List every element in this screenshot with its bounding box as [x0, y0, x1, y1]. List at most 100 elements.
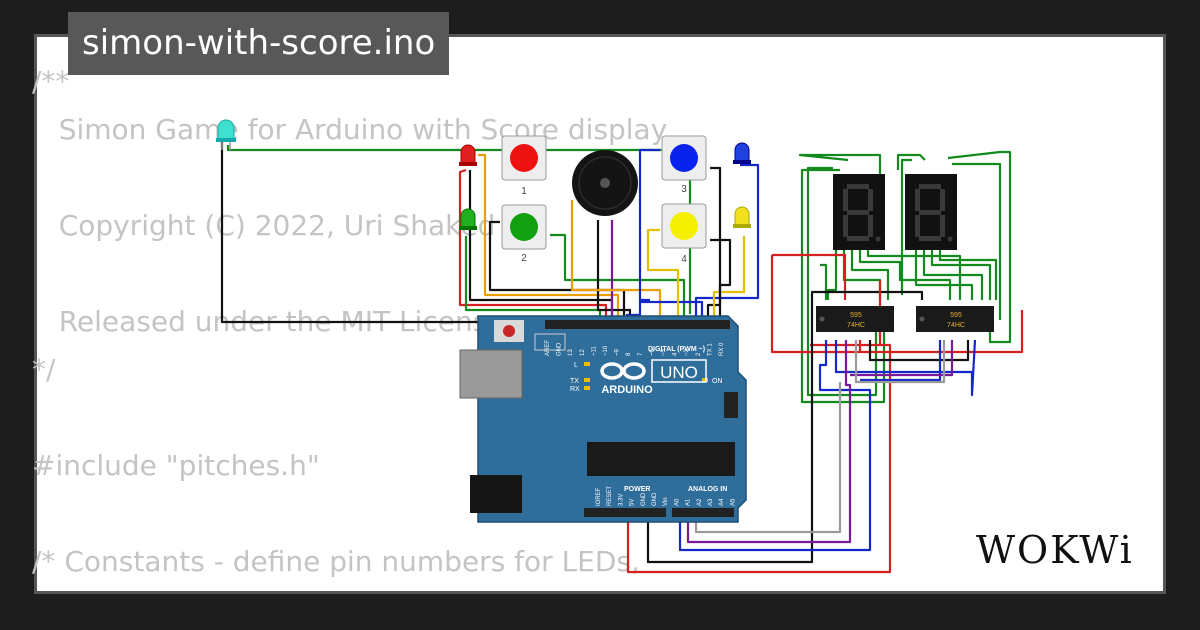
board-model: UNO	[660, 363, 698, 382]
arduino-uno-board[interactable]: UNO ARDUINO DIGITAL (PWM ~) POWER ANALOG…	[459, 315, 747, 523]
on-label: ON	[712, 378, 723, 385]
wire	[834, 339, 977, 397]
wire	[570, 200, 662, 318]
digital-label: DIGITAL (PWM ~)	[648, 346, 705, 353]
wire	[686, 340, 852, 544]
pin-label: TX 1	[707, 343, 713, 356]
analog-label: ANALOG IN	[688, 486, 727, 493]
icsp-header-right	[724, 392, 738, 418]
shift-register-2: 595 74HC	[916, 306, 994, 332]
led-cyan[interactable]	[216, 119, 236, 150]
wire	[626, 343, 892, 574]
wire	[646, 300, 814, 564]
piezo-buzzer[interactable]	[572, 150, 638, 216]
code-line: /* Constants - define pin numbers for LE…	[32, 545, 640, 578]
led-blue[interactable]	[733, 142, 751, 164]
pushbutton-1-red[interactable]: 1	[501, 135, 547, 197]
pushbutton-3-blue[interactable]: 3	[661, 135, 707, 195]
chip-label: 595	[950, 312, 962, 319]
led-green[interactable]	[459, 208, 477, 230]
wire	[914, 250, 974, 300]
pin-label: ~10	[603, 345, 609, 356]
pin-label: A5	[730, 498, 736, 506]
rx-label: RX	[570, 386, 580, 393]
wire	[850, 340, 954, 377]
board-brand: ARDUINO	[601, 384, 653, 396]
pushbutton-2-green[interactable]: 2	[501, 204, 547, 264]
wire	[900, 158, 912, 295]
wire	[694, 382, 842, 534]
code-line: */	[32, 353, 56, 386]
pin-label: ~3	[684, 348, 690, 356]
led-rx	[584, 386, 590, 390]
pin-label: 8	[626, 352, 632, 356]
pin-label: A4	[719, 498, 725, 506]
wires	[220, 142, 1024, 574]
wire	[854, 340, 946, 384]
wire	[220, 142, 480, 324]
button-label: 2	[521, 253, 527, 264]
pin-label: GND	[557, 342, 563, 356]
pin-label: 3.3V	[618, 494, 624, 506]
wire	[772, 253, 847, 300]
pin-label: RX 0	[719, 342, 725, 356]
led-red[interactable]	[459, 144, 477, 166]
wire	[626, 298, 650, 317]
pin-label: 13	[568, 349, 574, 356]
pin-label: ~5	[661, 348, 667, 356]
wire	[858, 250, 952, 300]
power-label: POWER	[624, 486, 650, 493]
button-label: 1	[521, 186, 527, 197]
code-line: #include "pitches.h"	[32, 449, 320, 482]
pin-label: A1	[686, 498, 692, 506]
wire	[930, 250, 992, 300]
wire	[866, 250, 962, 300]
tx-label: TX	[570, 378, 579, 385]
wokwi-logo: WOKWi	[976, 528, 1134, 572]
chip-label: 595	[850, 312, 862, 319]
wire	[478, 153, 620, 318]
chip-label: 74HC	[947, 322, 965, 329]
code-line: /**	[32, 65, 70, 98]
pin-label: A2	[697, 498, 703, 506]
pin-label: AREF	[545, 340, 551, 356]
wire	[678, 340, 872, 552]
wire	[550, 233, 686, 318]
pin-label: 5V	[630, 499, 636, 506]
wire	[806, 166, 878, 397]
pin-label: GND	[652, 492, 658, 506]
wire	[826, 250, 838, 300]
wire	[712, 236, 746, 318]
l-label: L	[574, 362, 578, 369]
pin-label: A0	[674, 498, 680, 506]
wire	[947, 150, 1012, 344]
pin-label: Vin	[663, 497, 669, 506]
pin-label: RESET	[607, 486, 613, 506]
wire	[810, 290, 924, 300]
icsp-header	[534, 333, 566, 351]
wire	[694, 163, 760, 318]
wire	[850, 250, 890, 300]
led-yellow[interactable]	[733, 206, 751, 228]
wire	[952, 162, 1002, 320]
wire	[820, 263, 828, 300]
pin-label: 7	[638, 352, 644, 356]
wire	[798, 153, 882, 175]
pushbutton-4-yellow[interactable]: 4	[661, 203, 707, 265]
uno-badge	[651, 359, 707, 383]
led-on	[702, 378, 708, 382]
arduino-logo-icon	[600, 362, 646, 380]
seven-segment-display-2	[905, 174, 957, 250]
seven-segment-display-1	[833, 174, 885, 250]
code-line: Copyright (C) 2022, Uri Shaked	[32, 209, 496, 242]
wire	[710, 238, 732, 318]
pin-label: 4	[673, 352, 679, 356]
project-title[interactable]: simon-with-score.ino	[68, 12, 450, 75]
reset-button[interactable]	[503, 325, 515, 337]
power-header	[584, 508, 666, 517]
wire	[868, 340, 970, 362]
atmega-chip	[587, 442, 735, 476]
